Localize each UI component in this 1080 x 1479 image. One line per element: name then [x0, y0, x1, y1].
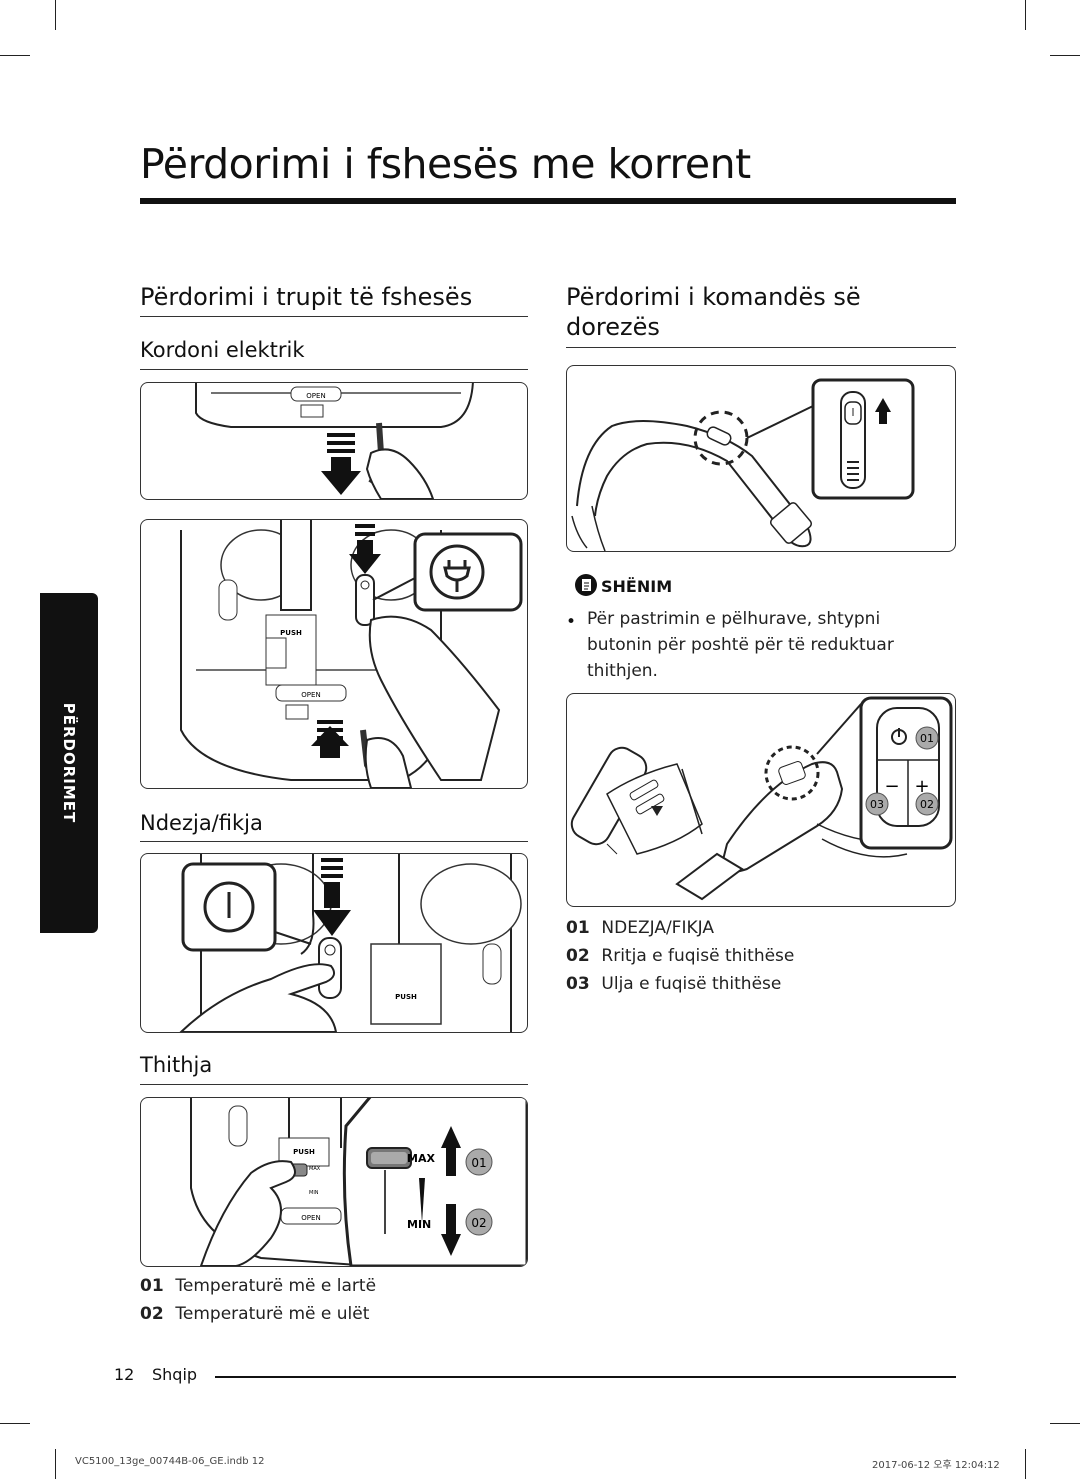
- legend-item: 02 Temperaturë më e ulët: [140, 1304, 370, 1324]
- legend-item: 03 Ulja e fuqisë thithëse: [566, 974, 782, 994]
- legend-item: 01 NDEZJA/FIKJA: [566, 918, 714, 938]
- max-label: MAX: [407, 1152, 435, 1165]
- heading-rule: [140, 316, 528, 317]
- handle-controls-illustration: − + 01 03 02: [566, 693, 956, 907]
- page-title: Përdorimi i fshesës me korrent: [140, 140, 751, 188]
- min-label: MIN: [407, 1218, 431, 1231]
- crop-mark: [0, 1423, 30, 1424]
- push-label-2: PUSH: [395, 993, 417, 1001]
- power-button-illustration: PUSH: [140, 853, 528, 1033]
- footer-rule: [215, 1376, 956, 1378]
- callout-01: 01: [471, 1156, 486, 1170]
- open-label: OPEN: [306, 392, 325, 400]
- note-text: Për pastrimin e pëlhurave, shtypni buton…: [587, 609, 894, 681]
- side-tab: PËRDORIMET: [40, 593, 98, 933]
- crop-mark: [1025, 1449, 1026, 1479]
- callout-01: 01: [920, 732, 934, 745]
- note-label: SHËNIM: [601, 577, 673, 596]
- handle-button-illustration: [566, 365, 956, 552]
- note-bullet: •: [566, 612, 577, 632]
- open-label-3: OPEN: [301, 1214, 320, 1222]
- page-number: 12: [114, 1365, 135, 1384]
- print-slug-left: VC5100_13ge_00744B-06_GE.indb 12: [75, 1456, 265, 1467]
- suction-heading: Thithja: [140, 1053, 213, 1077]
- push-label: PUSH: [280, 629, 302, 637]
- cord-release-illustration: PUSH OPEN: [140, 519, 528, 789]
- footer-language: Shqip: [152, 1365, 198, 1384]
- subheading-rule: [140, 841, 528, 842]
- suction-legend: 01 Temperaturë më e lartë 02 Temperaturë…: [140, 1272, 376, 1328]
- handle-control-heading: Përdorimi i komandës së dorezës: [566, 283, 861, 341]
- crop-mark: [0, 55, 30, 56]
- title-rule: [140, 198, 956, 204]
- crop-mark: [55, 1449, 56, 1479]
- legend-item: 01 Temperaturë më e lartë: [140, 1276, 377, 1296]
- heading-rule: [566, 347, 956, 348]
- subheading-rule: [140, 369, 528, 370]
- push-label-3: PUSH: [293, 1148, 315, 1156]
- note-icon: [575, 574, 597, 596]
- crop-mark: [1050, 55, 1080, 56]
- print-slug-right: 2017-06-12 오후 12:04:12: [872, 1460, 1000, 1471]
- side-tab-label: PËRDORIMET: [60, 702, 78, 824]
- min-small: MIN: [309, 1190, 319, 1196]
- crop-mark: [55, 0, 56, 30]
- crop-mark: [1025, 0, 1026, 30]
- open-label-2: OPEN: [301, 691, 320, 699]
- plus-label: +: [914, 776, 929, 797]
- subheading-rule: [140, 1084, 528, 1085]
- suction-slider-illustration: PUSH OPEN MAX MIN MAX MIN 01 02: [140, 1097, 528, 1267]
- callout-02: 02: [920, 798, 934, 811]
- callout-03: 03: [870, 798, 884, 811]
- body-usage-heading: Përdorimi i trupit të fshesës: [140, 283, 473, 311]
- crop-mark: [1050, 1423, 1080, 1424]
- cord-heading: Kordoni elektrik: [140, 338, 305, 362]
- legend-item: 02 Rritja e fuqisë thithëse: [566, 946, 795, 966]
- cord-retract-illustration: OPEN: [140, 382, 528, 500]
- max-small: MAX: [309, 1166, 321, 1172]
- onoff-heading: Ndezja/fikja: [140, 811, 263, 835]
- handle-legend: 01 NDEZJA/FIKJA 02 Rritja e fuqisë thith…: [566, 914, 794, 998]
- minus-label: −: [884, 776, 899, 797]
- callout-02: 02: [471, 1216, 486, 1230]
